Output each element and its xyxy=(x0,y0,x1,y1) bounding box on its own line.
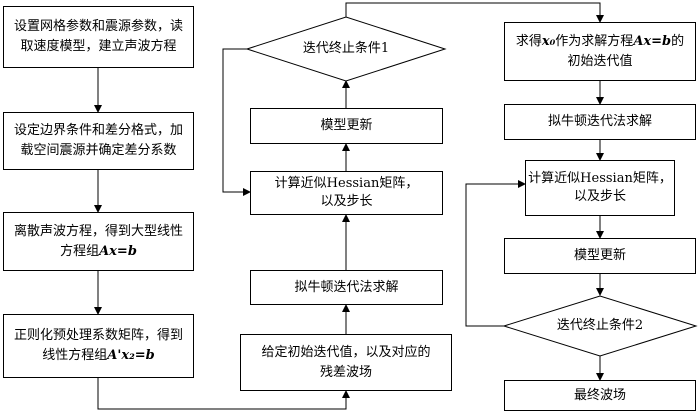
step-final-wavefield: 最终波场 xyxy=(504,380,696,411)
step-hessian-2: 计算近似Hessian矩阵， 以及步长 xyxy=(525,160,675,216)
step-regularize-line1: 正则化预处理系数矩阵，得到 xyxy=(13,328,183,343)
step-hessian-2-line2: 以及步长 xyxy=(573,189,626,204)
equation-ax-b: Ax=b xyxy=(99,243,137,259)
variable-x0: x₀ xyxy=(541,33,556,49)
step-discretize-prefix: 方程组 xyxy=(60,243,100,259)
step-set-params-line1: 设置网格参数和震源参数，读 xyxy=(13,19,183,34)
result-prefix: 求得 xyxy=(515,33,542,49)
step-quasi-newton-1: 拟牛顿迭代法求解 xyxy=(250,270,443,305)
step-set-boundary-line2: 载空间震源并确定差分系数 xyxy=(20,143,177,158)
step-discretize-line2: 方程组Ax=b xyxy=(60,242,137,262)
loop-back-cond2 xyxy=(465,180,526,327)
decision-cond1-shape xyxy=(245,16,447,82)
arrow-s4-init xyxy=(97,378,350,410)
decision-cond2-shape xyxy=(502,295,698,357)
step-set-boundary: 设定边界条件和差分格式，加 载空间震源并确定差分系数 xyxy=(3,112,194,170)
step-initial-value-line1: 给定初始迭代值，以及对应的 xyxy=(261,344,431,360)
equation-ax-b-right: Ax=b xyxy=(633,33,672,49)
step-discretize-line1: 离散声波方程，得到大型线性 xyxy=(13,223,183,239)
step-set-boundary-line1: 设定边界条件和差分格式，加 xyxy=(13,123,183,138)
step-discretize: 离散声波方程，得到大型线性 方程组Ax=b xyxy=(3,212,194,271)
decision-cond2-label: 迭代终止条件2 xyxy=(556,318,644,333)
result-mid: 作为求解方程 xyxy=(555,33,634,49)
step-initial-value: 给定初始迭代值，以及对应的 残差波场 xyxy=(240,334,452,391)
step-result-x0: 求得x₀作为求解方程Ax=b的 初始迭代值 xyxy=(504,22,696,81)
result-suffix: 的 xyxy=(671,33,685,49)
step-set-params-line2: 取速度模型，建立声波方程 xyxy=(20,39,177,54)
step-hessian-1-line2: 以及步长 xyxy=(320,194,373,209)
step-regularize-prefix: 线性方程组 xyxy=(42,348,108,363)
step-hessian-2-line1: 计算近似Hessian矩阵， xyxy=(528,171,672,186)
arrow-cond1-result xyxy=(345,2,604,23)
step-hessian-1-line1: 计算近似Hessian矩阵， xyxy=(274,176,419,191)
step-hessian-1: 计算近似Hessian矩阵， 以及步长 xyxy=(250,171,443,215)
step-initial-value-line2: 残差波场 xyxy=(319,364,372,380)
step-result-line1: 求得x₀作为求解方程Ax=b的 xyxy=(516,32,684,52)
step-result-line2: 初始迭代值 xyxy=(567,53,633,69)
equation-preconditioned: A'x₂=b xyxy=(107,348,155,363)
step-set-params: 设置网格参数和震源参数，读 取速度模型，建立声波方程 xyxy=(3,6,194,68)
step-regularize-line2: 线性方程组A'x₂=b xyxy=(42,346,155,366)
step-model-update-1: 模型更新 xyxy=(250,108,443,144)
loop-back-cond1 xyxy=(222,48,251,196)
step-model-update-2: 模型更新 xyxy=(504,238,696,274)
step-quasi-newton-2: 拟牛顿迭代法求解 xyxy=(504,104,696,140)
step-regularize: 正则化预处理系数矩阵，得到 线性方程组A'x₂=b xyxy=(3,314,194,378)
decision-cond1-label: 迭代终止条件1 xyxy=(302,41,390,56)
